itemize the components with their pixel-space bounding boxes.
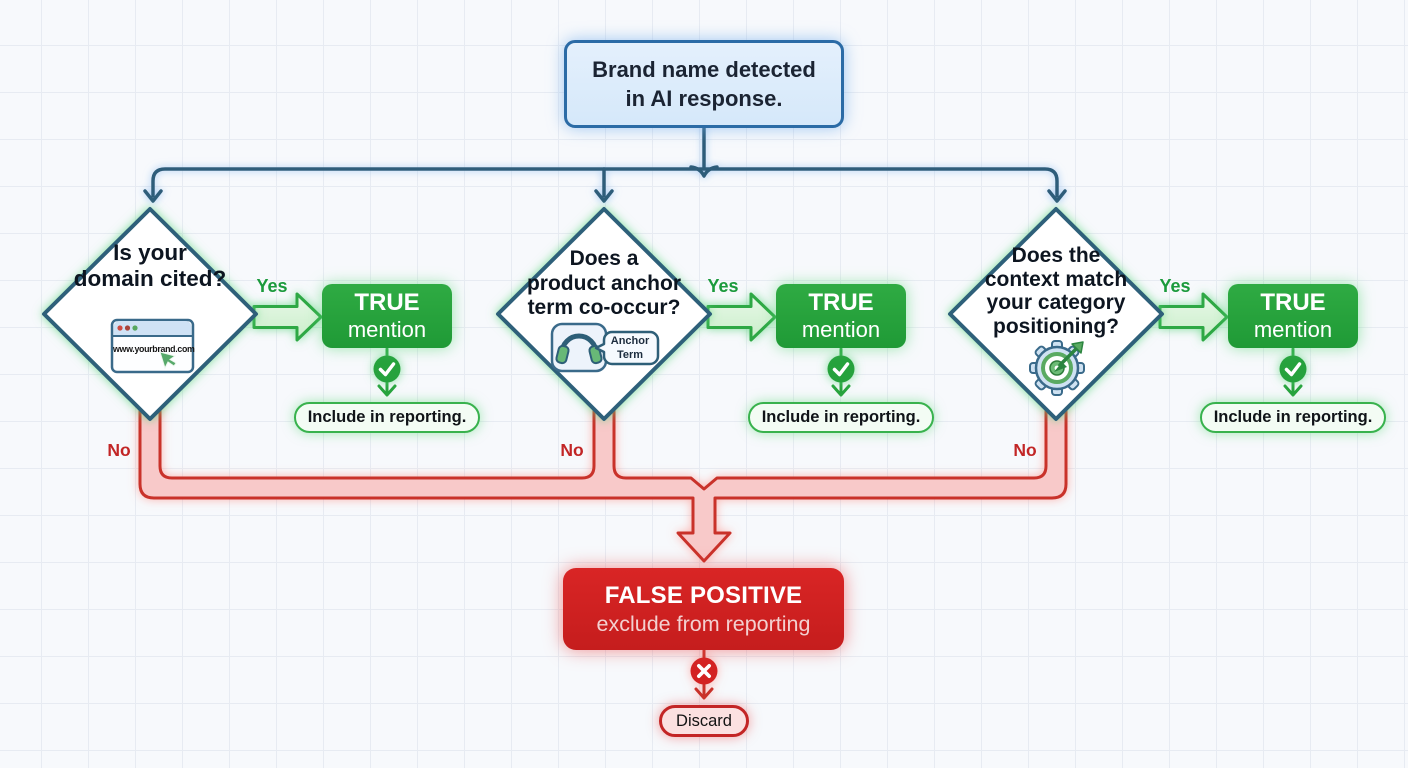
true-mention-node-3: TRUE mention [1228, 284, 1358, 348]
check-mark-icon [832, 362, 850, 377]
gear-target-icon [1029, 340, 1085, 396]
start-node-line: in AI response. [625, 86, 783, 111]
check-mark-icon [378, 362, 396, 377]
question-line: product anchor [526, 271, 681, 295]
check-circle-icon [1279, 355, 1307, 383]
true-mention-node-1: TRUE mention [322, 284, 452, 348]
cursor-icon [159, 351, 177, 370]
no-edge-label-3: No [1013, 440, 1037, 460]
discard-label: Discard [676, 711, 732, 730]
decision-diamond-2 [496, 207, 712, 421]
question-line: Does a [569, 247, 639, 270]
decision-1-question: Is your domain cited? [45, 240, 255, 292]
check-circle-icon [373, 355, 401, 383]
include-arrowhead-2 [831, 384, 851, 397]
question-line: term co-occur? [527, 296, 681, 320]
question-line: domain cited? [73, 266, 227, 292]
discard-arrowhead [694, 687, 714, 700]
discard-connector [690, 648, 718, 700]
yes-arrows [252, 292, 1229, 342]
include-in-reporting-pill-3: Include in reporting. [1200, 402, 1386, 433]
bubble-line: Term [616, 348, 644, 361]
yes-edge-label-2: Yes [707, 276, 739, 296]
check-circle-icon [827, 355, 855, 383]
browser-window-icon [110, 318, 195, 374]
yes-arrow-2 [706, 292, 777, 342]
start-node: Brand name detected in AI response. [564, 40, 844, 128]
browser-url-text: www.yourbrand.com [113, 344, 195, 354]
decision-2-question: Does a product anchor term co-occur? [499, 247, 709, 321]
true-node-line: mention [801, 317, 881, 343]
decision-diamond-1 [42, 207, 258, 421]
decision-diamonds [42, 207, 1164, 421]
false-positive-subtitle: exclude from reporting [596, 611, 811, 636]
true-node-line: TRUE [1260, 288, 1326, 316]
start-node-line: Brand name detected [592, 56, 816, 82]
bubble-line: Anchor [610, 335, 650, 347]
decision-3-question: Does the context match your category pos… [951, 244, 1161, 339]
no-edge-label-2: No [560, 440, 584, 460]
true-node-line: TRUE [354, 288, 420, 316]
true-mention-node-2: TRUE mention [776, 284, 906, 348]
include-in-reporting-pill-2: Include in reporting. [748, 402, 934, 433]
include-pill-label: Include in reporting. [1213, 408, 1373, 426]
question-line: Is your [113, 240, 187, 265]
question-line: Does the [1011, 244, 1101, 267]
question-line: context match [984, 267, 1128, 291]
anchor-term-bubble-text: Anchor Term [603, 335, 657, 363]
decision-diamond-3 [948, 207, 1164, 421]
question-line: your category [986, 291, 1126, 315]
check-badges [373, 355, 1307, 383]
no-pipe-union [138, 400, 1068, 563]
question-line: positioning? [993, 315, 1119, 339]
include-in-reporting-pill-1: Include in reporting. [294, 402, 480, 433]
no-path-network [138, 400, 1068, 563]
arrowhead-to-decision-3 [1047, 189, 1067, 203]
yes-edge-label-1: Yes [256, 276, 288, 296]
split-junction-flare [689, 165, 719, 178]
false-positive-node: FALSE POSITIVE exclude from reporting [563, 568, 844, 650]
yes-edge-label-3: Yes [1159, 276, 1191, 296]
yes-arrow-3 [1158, 292, 1229, 342]
include-arrowhead-3 [1283, 384, 1303, 397]
anchor-term-bubble [594, 330, 660, 366]
no-edge-label-1: No [107, 440, 131, 460]
true-node-line: mention [1253, 317, 1333, 343]
true-node-line: mention [347, 317, 427, 343]
arrowhead-to-decision-2 [594, 189, 614, 203]
start-split-connector [143, 124, 1067, 203]
x-mark-icon [697, 664, 711, 678]
include-pill-label: Include in reporting. [761, 408, 921, 426]
discard-node: Discard [659, 705, 749, 737]
include-pill-label: Include in reporting. [307, 408, 467, 426]
yes-arrow-1 [252, 292, 323, 342]
include-arrowhead-1 [377, 384, 397, 397]
check-mark-icon [1284, 362, 1302, 377]
true-node-line: TRUE [808, 288, 874, 316]
false-positive-title: FALSE POSITIVE [604, 582, 803, 610]
arrowhead-to-decision-1 [143, 189, 163, 203]
